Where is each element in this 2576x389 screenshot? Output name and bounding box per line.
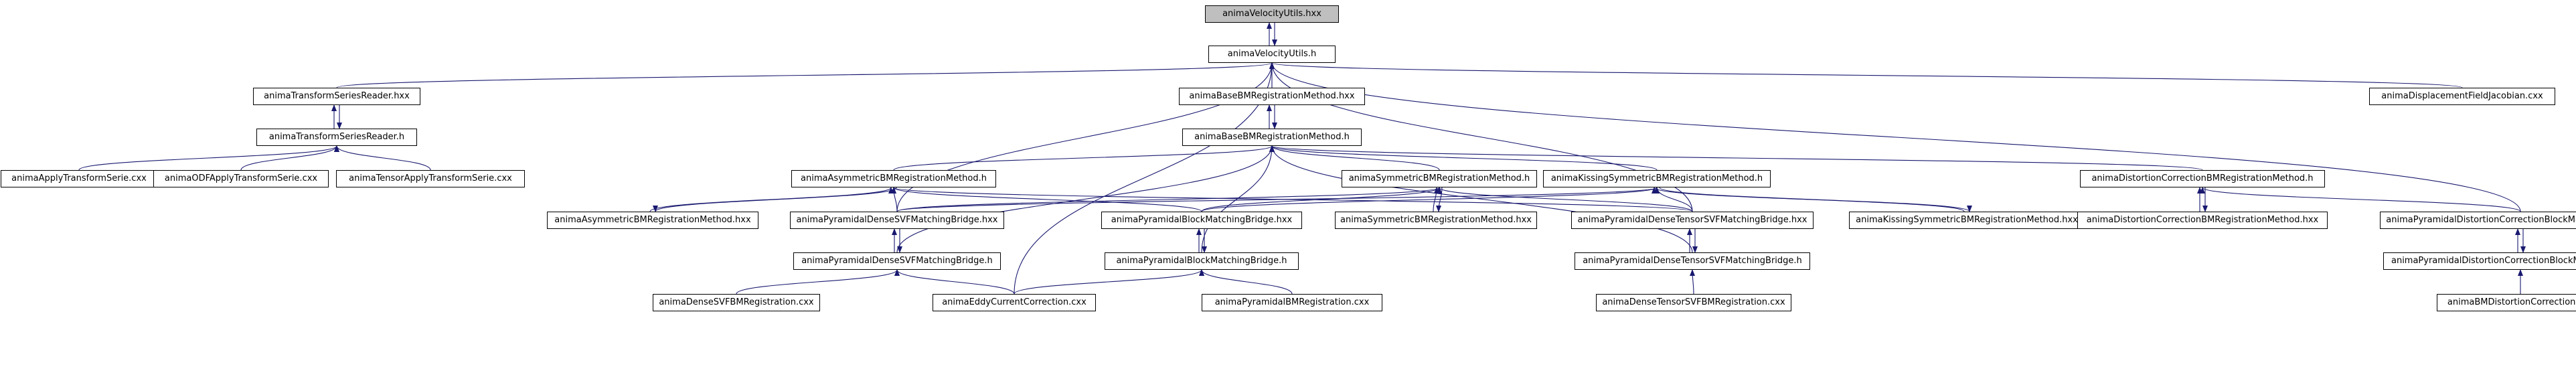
node-anima-distortion-correction-bm-registration-method-hxx[interactable]: animaDistortionCorrectionBMRegistrationM… [2077, 212, 2328, 229]
edge-n27-to-n23 [1014, 269, 1204, 295]
edge-n15-to-n11 [896, 187, 1442, 212]
node-anima-pyramidal-distortion-correction-block-matching-bridge-h[interactable]: animaPyramidalDistortionCorrectionBlockM… [2383, 252, 2576, 270]
node-anima-pyramidal-distortion-correction-block-matching-bridge-hxx[interactable]: animaPyramidalDistortionCorrectionBlockM… [2380, 212, 2576, 229]
edge-n24-to-n6 [1269, 145, 1693, 253]
edge-n21-to-n13 [2200, 187, 2521, 212]
node-anima-pyramidal-dense-svf-matching-bridge-hxx[interactable]: animaPyramidalDenseSVFMatchingBridge.hxx [790, 212, 1004, 229]
edge-n21-to-n1 [1269, 62, 2521, 212]
edge-n16-to-n12 [1201, 187, 1660, 212]
node-anima-pyramidal-dense-svf-matching-bridge-h[interactable]: animaPyramidalDenseSVFMatchingBridge.h [793, 252, 1001, 270]
edge-n4-to-n1 [1269, 62, 2463, 88]
edge-n2-to-n1 [336, 62, 1275, 88]
node-anima-distortion-correction-bm-registration-method-h[interactable]: animaDistortionCorrectionBMRegistrationM… [2080, 170, 2325, 187]
node-anima-displacement-field-jacobian-cxx[interactable]: animaDisplacementFieldJacobian.cxx [2369, 88, 2555, 105]
node-anima-apply-transform-serie-cxx[interactable]: animaApplyTransformSerie.cxx [1, 170, 157, 187]
edge-n12-to-n6 [1269, 145, 1658, 171]
edge-n26-to-n22 [736, 269, 900, 295]
edge-n7-to-n5 [78, 145, 339, 171]
edge-n12-to-n19 [1659, 187, 1972, 212]
edge-n27-to-n1 [1014, 62, 1275, 295]
node-anima-asymmetric-bm-registration-method-h[interactable]: animaAsymmetricBMRegistrationMethod.h [791, 170, 996, 187]
node-anima-transform-series-reader-hxx[interactable]: animaTransformSeriesReader.hxx [253, 88, 420, 105]
node-anima-asymmetric-bm-registration-method-hxx[interactable]: animaAsymmetricBMRegistrationMethod.hxx [547, 212, 758, 229]
edge-n15-to-n12 [896, 187, 1660, 212]
node-anima-base-bm-registration-method-hxx[interactable]: animaBaseBMRegistrationMethod.hxx [1179, 88, 1365, 105]
node-anima-symmetric-bm-registration-method-hxx[interactable]: animaSymmetricBMRegistrationMethod.hxx [1335, 212, 1537, 229]
node-anima-dense-svf-bm-registration-cxx[interactable]: animaDenseSVFBMRegistration.cxx [653, 294, 820, 311]
node-anima-transform-series-reader-h[interactable]: animaTransformSeriesReader.h [256, 129, 417, 146]
edge-n18-to-n12 [1654, 187, 1693, 212]
node-anima-kissing-symmetric-bm-registration-method-hxx[interactable]: animaKissingSymmetricBMRegistrationMetho… [1849, 212, 2085, 229]
node-anima-dense-tensor-svf-bm-registration-cxx[interactable]: animaDenseTensorSVFBMRegistration.cxx [1596, 294, 1791, 311]
edge-n29-to-n24 [1690, 269, 1696, 295]
node-anima-eddy-current-correction-cxx[interactable]: animaEddyCurrentCorrection.cxx [933, 294, 1096, 311]
edge-n16-to-n10 [891, 187, 1202, 212]
node-anima-kissing-symmetric-bm-registration-method-h[interactable]: animaKissingSymmetricBMRegistrationMetho… [1543, 170, 1771, 187]
edge-n23-to-n6 [1201, 145, 1275, 253]
node-anima-velocity-utils-hxx[interactable]: animaVelocityUtils.hxx [1205, 5, 1339, 23]
node-anima-odf-apply-transform-serie-cxx[interactable]: animaODFApplyTransformSerie.cxx [153, 170, 329, 187]
edge-n27-to-n22 [894, 269, 1015, 295]
node-anima-pyramidal-block-matching-bridge-h[interactable]: animaPyramidalBlockMatchingBridge.h [1105, 252, 1299, 270]
node-anima-pyramidal-dense-tensor-svf-matching-bridge-hxx[interactable]: animaPyramidalDenseTensorSVFMatchingBrid… [1571, 212, 1814, 229]
node-anima-base-bm-registration-method-h[interactable]: animaBaseBMRegistrationMethod.h [1182, 129, 1362, 146]
edge-n22-to-n6 [896, 145, 1275, 253]
node-anima-bm-distortion-correction-cxx[interactable]: animaBMDistortionCorrection.cxx [2437, 294, 2576, 311]
edge-n10-to-n14 [653, 187, 897, 212]
edge-n18-to-n11 [1437, 187, 1693, 212]
edge-n15-to-n10 [891, 187, 898, 212]
edge-n11-to-n6 [1269, 145, 1440, 171]
edge-n9-to-n5 [334, 145, 431, 171]
edge-n13-to-n6 [1269, 145, 2203, 171]
edge-n16-to-n11 [1201, 187, 1442, 212]
node-anima-pyramidal-bm-registration-cxx[interactable]: animaPyramidalBMRegistration.cxx [1202, 294, 1382, 311]
node-anima-velocity-utils-h[interactable]: animaVelocityUtils.h [1208, 46, 1336, 63]
node-anima-pyramidal-block-matching-bridge-hxx[interactable]: animaPyramidalBlockMatchingBridge.hxx [1101, 212, 1302, 229]
node-anima-pyramidal-dense-tensor-svf-matching-bridge-h[interactable]: animaPyramidalDenseTensorSVFMatchingBrid… [1575, 252, 1810, 270]
edge-n10-to-n6 [893, 145, 1275, 171]
node-anima-tensor-apply-transform-serie-cxx[interactable]: animaTensorApplyTransformSerie.cxx [336, 170, 525, 187]
node-anima-symmetric-bm-registration-method-h[interactable]: animaSymmetricBMRegistrationMethod.h [1342, 170, 1537, 187]
edge-n8-to-n5 [240, 145, 339, 171]
edge-n28-to-n23 [1199, 269, 1293, 295]
